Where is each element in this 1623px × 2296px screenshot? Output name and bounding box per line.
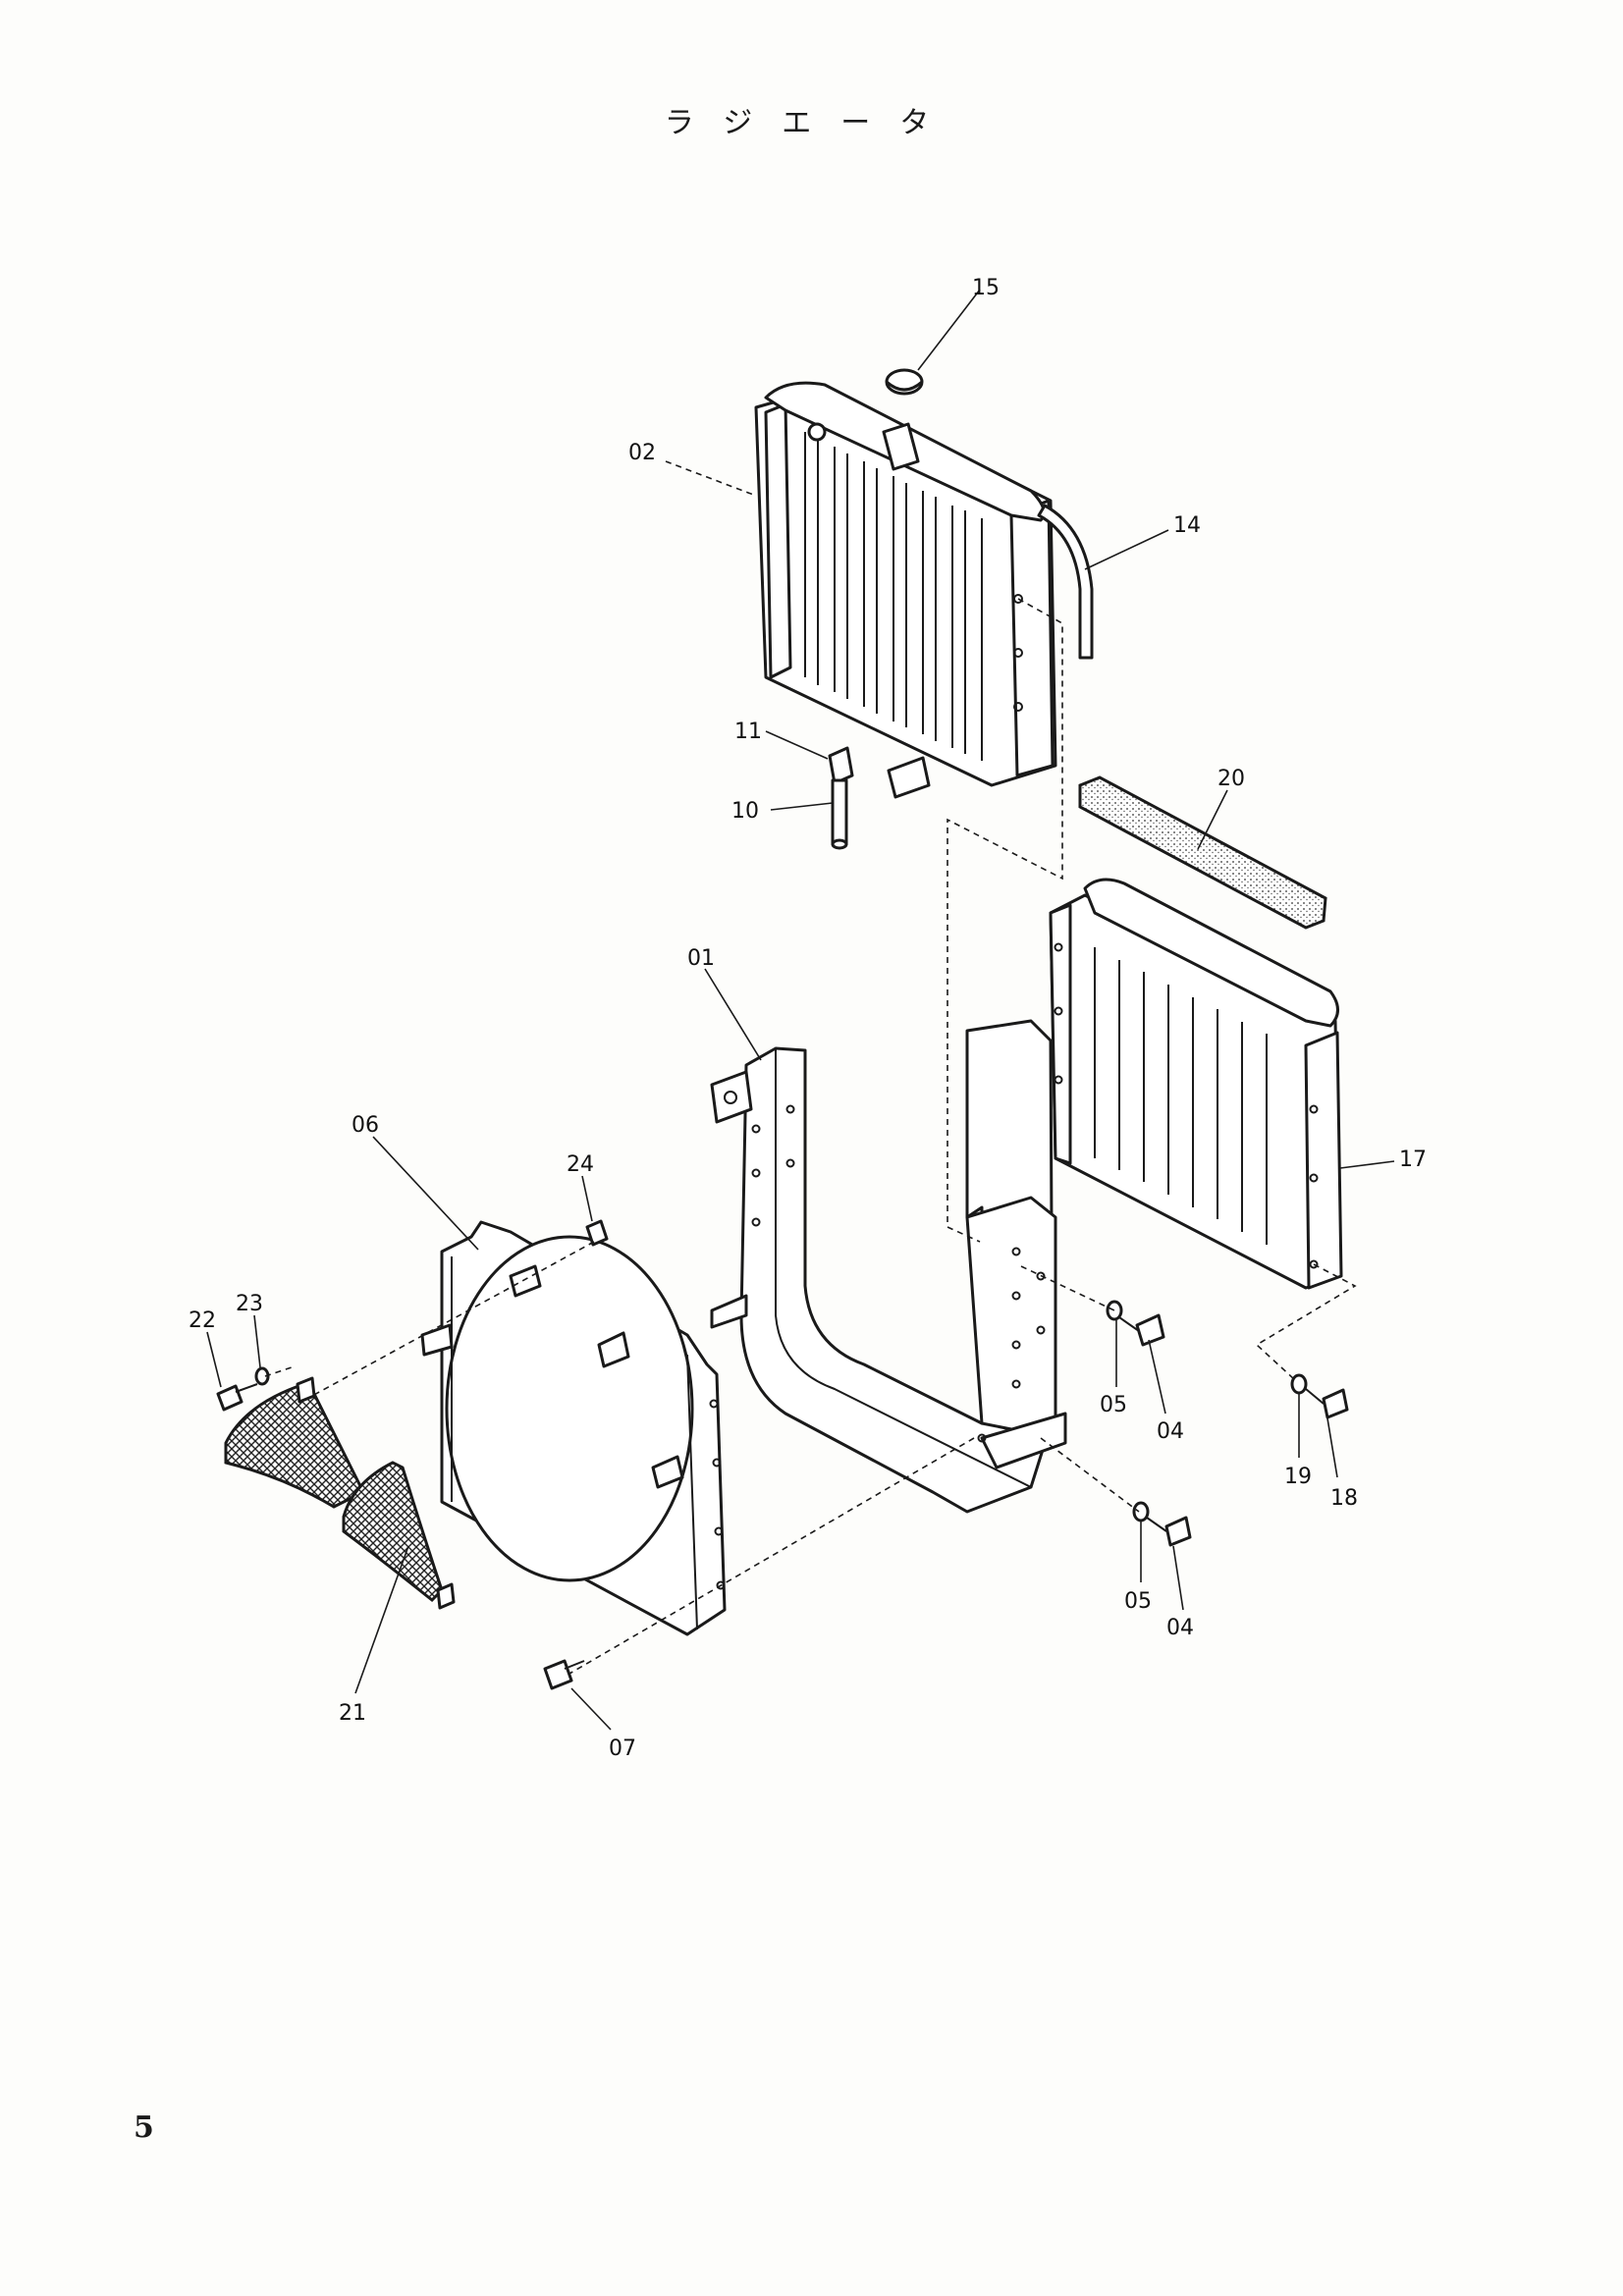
washer-05a: [1106, 1300, 1123, 1321]
part-labels: 15 02 14 11 10 20 01 17 06 24 23 22 05 0…: [189, 276, 1427, 1761]
oil-cooler: [1049, 878, 1343, 1290]
label-06: 06: [352, 1113, 379, 1138]
label-04b: 04: [1166, 1616, 1194, 1640]
drain-pipe: [828, 746, 854, 850]
fastener-24: [585, 1219, 609, 1247]
label-21: 21: [339, 1701, 366, 1726]
label-02: 02: [628, 441, 656, 465]
label-20: 20: [1217, 767, 1245, 791]
label-04a: 04: [1157, 1419, 1184, 1444]
label-19: 19: [1284, 1465, 1312, 1489]
radiator-core: [754, 381, 1057, 799]
page-title: ラジエータ: [664, 106, 959, 140]
foam-seal: [1078, 775, 1327, 930]
label-10: 10: [731, 799, 759, 824]
label-23: 23: [236, 1292, 263, 1316]
label-15: 15: [972, 276, 1000, 300]
bolt-07: [543, 1659, 585, 1690]
label-14: 14: [1173, 513, 1201, 538]
fan-shroud: [420, 1220, 727, 1636]
page-number: 5: [134, 2110, 154, 2145]
label-05b: 05: [1124, 1589, 1152, 1614]
overflow-hose: [1037, 504, 1094, 660]
label-01: 01: [687, 946, 715, 971]
bolt-04b: [1146, 1516, 1192, 1547]
label-24: 24: [567, 1152, 594, 1177]
washer-19: [1290, 1373, 1308, 1395]
label-11: 11: [734, 720, 762, 744]
bolt-18: [1305, 1388, 1349, 1419]
label-17: 17: [1399, 1148, 1427, 1172]
washer-23: [254, 1366, 270, 1386]
bolt-22: [216, 1383, 258, 1412]
label-22: 22: [189, 1308, 216, 1333]
washer-05b: [1132, 1501, 1150, 1522]
label-05a: 05: [1100, 1393, 1127, 1417]
radiator-cap: [885, 368, 924, 396]
label-07: 07: [609, 1736, 636, 1761]
label-18: 18: [1330, 1486, 1358, 1511]
leader-lines: [206, 289, 1395, 1731]
net-guard: [224, 1376, 456, 1610]
radiator-frame: [710, 1019, 1067, 1514]
bolt-04a: [1118, 1313, 1165, 1347]
